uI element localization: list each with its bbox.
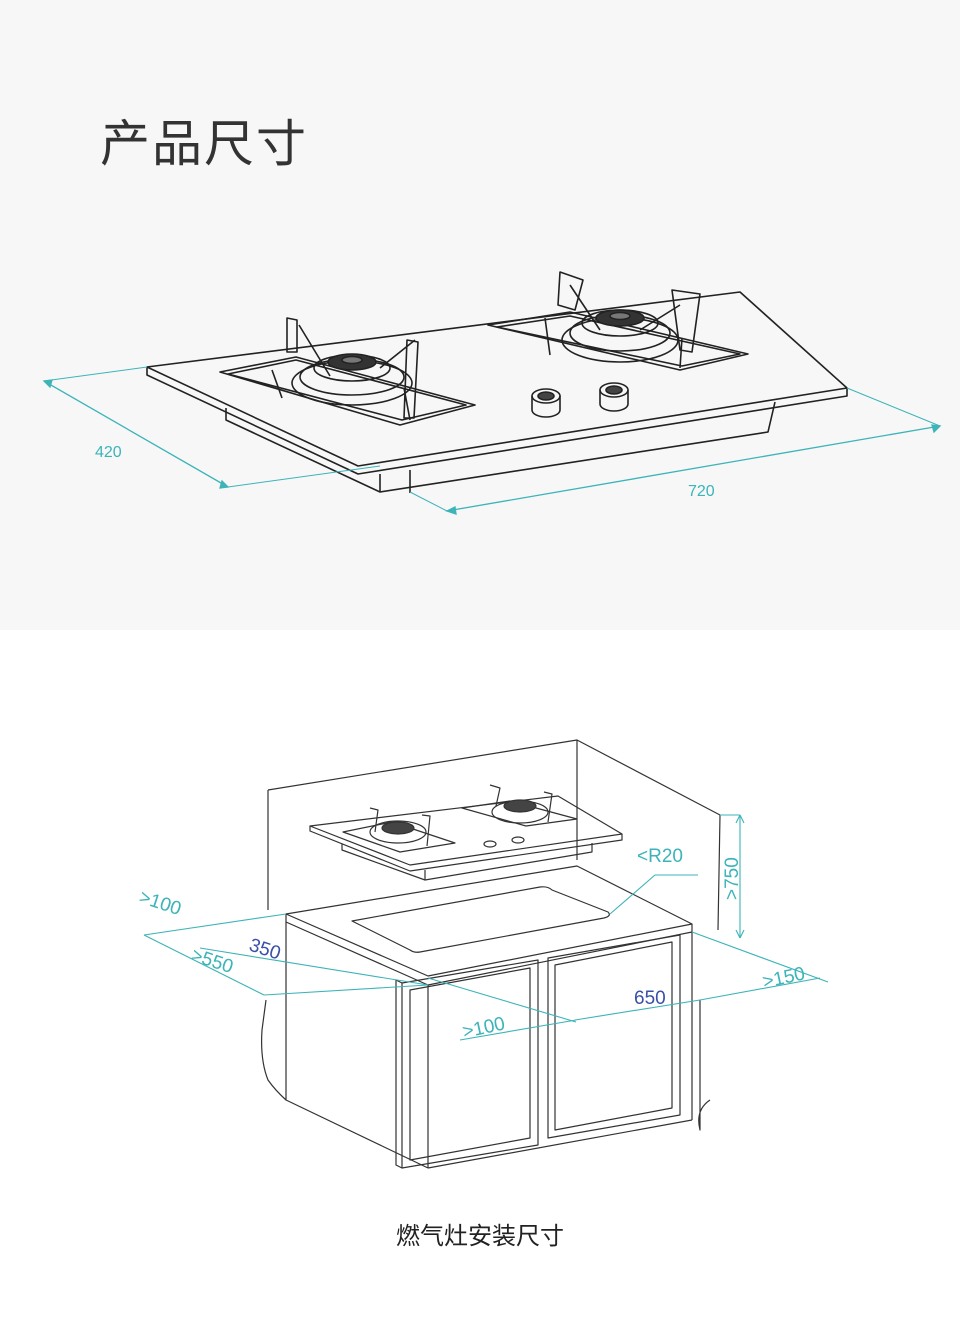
depth-dimension-line xyxy=(43,380,229,488)
width-dimension-line xyxy=(446,425,941,512)
side-clearance-label: >100 xyxy=(136,887,183,920)
product-dimension-panel xyxy=(0,0,960,630)
cooktop-dimension-drawing: 420 720 xyxy=(42,271,942,515)
page-title: 产品尺寸 xyxy=(100,115,308,173)
height-label: >750 xyxy=(722,857,743,900)
corner-radius-label: <R20 xyxy=(637,846,683,867)
back-wall xyxy=(267,739,721,1131)
depth-clearance-label: >550 xyxy=(188,945,235,978)
control-knob-right xyxy=(599,382,629,412)
front-clearance-label: >100 xyxy=(461,1013,507,1042)
installation-caption: 燃气灶安装尺寸 xyxy=(396,1222,564,1250)
right-burner-grate xyxy=(487,271,749,371)
cooktop-body xyxy=(225,401,776,493)
cutout-depth-label: 350 xyxy=(246,935,283,965)
left-burner-grate xyxy=(219,317,476,426)
countertop-cutout xyxy=(351,886,610,953)
installation-cooktop xyxy=(309,784,623,881)
countertop xyxy=(285,865,693,977)
cabinet-body xyxy=(261,922,693,1169)
cooktop-glass-top xyxy=(146,291,848,467)
cutout-width-label: 650 xyxy=(634,988,666,1009)
width-label: 720 xyxy=(688,483,715,500)
depth-label: 420 xyxy=(95,444,122,461)
right-clearance-label: >150 xyxy=(761,963,807,992)
control-knob-left xyxy=(531,388,561,418)
